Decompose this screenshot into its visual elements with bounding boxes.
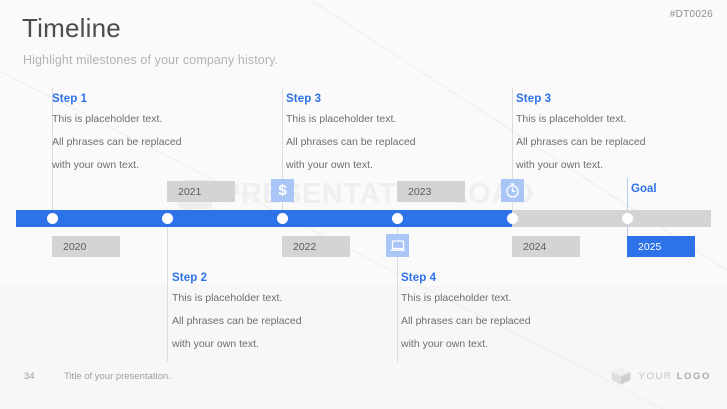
page-title: Timeline (22, 13, 121, 43)
watermark-text: PRESENTATIONLOAD (221, 178, 535, 210)
stopwatch-icon[interactable] (501, 179, 524, 202)
step-block-3[interactable]: Step 3 This is placeholder text. All phr… (286, 93, 446, 173)
logo-word-1: YOUR (638, 370, 673, 382)
step-title: Step 4 (401, 272, 437, 284)
connector-line-step3 (282, 88, 283, 222)
step-text-line: All phrases can be replaced (286, 135, 416, 148)
step-text-line: All phrases can be replaced (172, 314, 302, 327)
year-chip-2025[interactable]: 2025 (627, 236, 695, 257)
connector-line-step5 (512, 88, 513, 222)
step-title: Step 2 (172, 272, 208, 284)
background-band (0, 286, 727, 409)
step-title: Step 3 (286, 93, 322, 105)
year-chip-2022[interactable]: 2022 (282, 236, 350, 257)
connector-line-step4 (397, 222, 398, 362)
year-chip-2024[interactable]: 2024 (512, 236, 580, 257)
step-text-line: with your own text. (52, 158, 139, 171)
logo: YOUR LOGO (610, 366, 711, 386)
step-block-4[interactable]: Step 4 This is placeholder text. All phr… (401, 272, 561, 352)
logo-word-2: LOGO (676, 370, 711, 382)
logo-text: YOUR LOGO (639, 371, 711, 382)
step-text-line: This is placeholder text. (401, 292, 512, 304)
footer-title: Title of your presentation. (64, 371, 171, 382)
step-text-line: This is placeholder text. (516, 113, 627, 125)
dollar-glyph: $ (278, 182, 287, 199)
timeline-node-2025[interactable] (622, 213, 633, 224)
timeline-node-2020[interactable] (47, 213, 58, 224)
step-block-2[interactable]: Step 2 This is placeholder text. All phr… (172, 272, 332, 352)
step-text-line: with your own text. (516, 158, 603, 171)
goal-label: Goal (631, 183, 657, 195)
year-chip-2020[interactable]: 2020 (52, 236, 120, 257)
timeline-node-2022[interactable] (277, 213, 288, 224)
laptop-icon[interactable] (386, 234, 409, 257)
connector-line-step2 (167, 222, 168, 362)
cube-icon (611, 367, 631, 385)
step-text-line: All phrases can be replaced (52, 135, 182, 148)
step-text-line: with your own text. (401, 337, 488, 350)
page-number: 34 (24, 371, 35, 382)
dollar-icon[interactable]: $ (271, 179, 294, 202)
timeline-node-2024[interactable] (507, 213, 518, 224)
step-text-line: All phrases can be replaced (516, 135, 646, 148)
step-title: Step 3 (516, 93, 552, 105)
step-text-line: with your own text. (286, 158, 373, 171)
timeline-bar-progress (16, 210, 512, 227)
year-chip-2021[interactable]: 2021 (167, 181, 235, 202)
step-text-line: with your own text. (172, 337, 259, 350)
step-title: Step 1 (52, 93, 88, 105)
timeline-node-2023[interactable] (392, 213, 403, 224)
template-code: #DT0026 (669, 9, 713, 20)
step-block-1[interactable]: Step 1 This is placeholder text. All phr… (52, 93, 212, 173)
step-text-line: This is placeholder text. (286, 113, 397, 125)
step-text-line: This is placeholder text. (172, 292, 283, 304)
step-block-5[interactable]: Step 3 This is placeholder text. All phr… (516, 93, 676, 173)
step-text-line: This is placeholder text. (52, 113, 163, 125)
timeline-node-2021[interactable] (162, 213, 173, 224)
connector-line-step1 (52, 88, 53, 222)
timeline-bar-track[interactable] (16, 210, 711, 227)
year-chip-2023[interactable]: 2023 (397, 181, 465, 202)
page-subtitle: Highlight milestones of your company his… (23, 53, 279, 67)
step-text-line: All phrases can be replaced (401, 314, 531, 327)
